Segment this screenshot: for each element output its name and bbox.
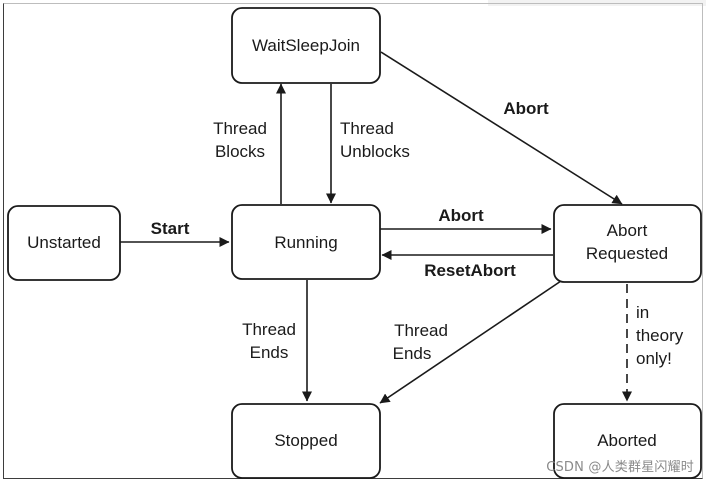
watermark: CSDN @人类群星闪耀时 bbox=[546, 460, 694, 475]
label-in-theory-1: in bbox=[636, 303, 649, 322]
node-label: Unstarted bbox=[27, 233, 101, 252]
node-waitsleepjoin: WaitSleepJoin bbox=[231, 7, 381, 84]
label-reset-abort: ResetAbort bbox=[424, 261, 516, 280]
label-thread-ends-abort-2: Ends bbox=[393, 344, 432, 363]
node-label: Stopped bbox=[274, 431, 337, 450]
label-abort-running: Abort bbox=[438, 206, 484, 225]
edges bbox=[120, 51, 632, 404]
label-in-theory-3: only! bbox=[636, 349, 672, 368]
edge-thread-ends-abort bbox=[379, 280, 562, 404]
node-label-line-1: Abort bbox=[607, 221, 648, 240]
node-aborted: Aborted bbox=[553, 403, 702, 479]
node-unstarted: Unstarted bbox=[7, 205, 121, 281]
node-label: Aborted bbox=[597, 431, 657, 450]
label-thread-ends-running-2: Ends bbox=[250, 343, 289, 362]
label-thread-blocks-1: Thread bbox=[213, 119, 267, 138]
label-thread-unblocks-2: Unblocks bbox=[340, 142, 410, 161]
node-label: WaitSleepJoin bbox=[252, 36, 360, 55]
node-label-line-2: Requested bbox=[586, 244, 668, 263]
label-thread-blocks-2: Blocks bbox=[215, 142, 265, 161]
label-thread-ends-running-1: Thread bbox=[242, 320, 296, 339]
label-abort-wait: Abort bbox=[503, 99, 549, 118]
edge-abort-wait bbox=[380, 51, 623, 205]
node-abort-requested: Abort Requested bbox=[553, 204, 702, 283]
label-in-theory-2: theory bbox=[636, 326, 684, 345]
node-running: Running bbox=[231, 204, 381, 280]
label-thread-unblocks-1: Thread bbox=[340, 119, 394, 138]
label-thread-ends-abort-1: Thread bbox=[394, 321, 448, 340]
label-start: Start bbox=[151, 219, 190, 238]
node-stopped: Stopped bbox=[231, 403, 381, 479]
node-label: Running bbox=[274, 233, 337, 252]
